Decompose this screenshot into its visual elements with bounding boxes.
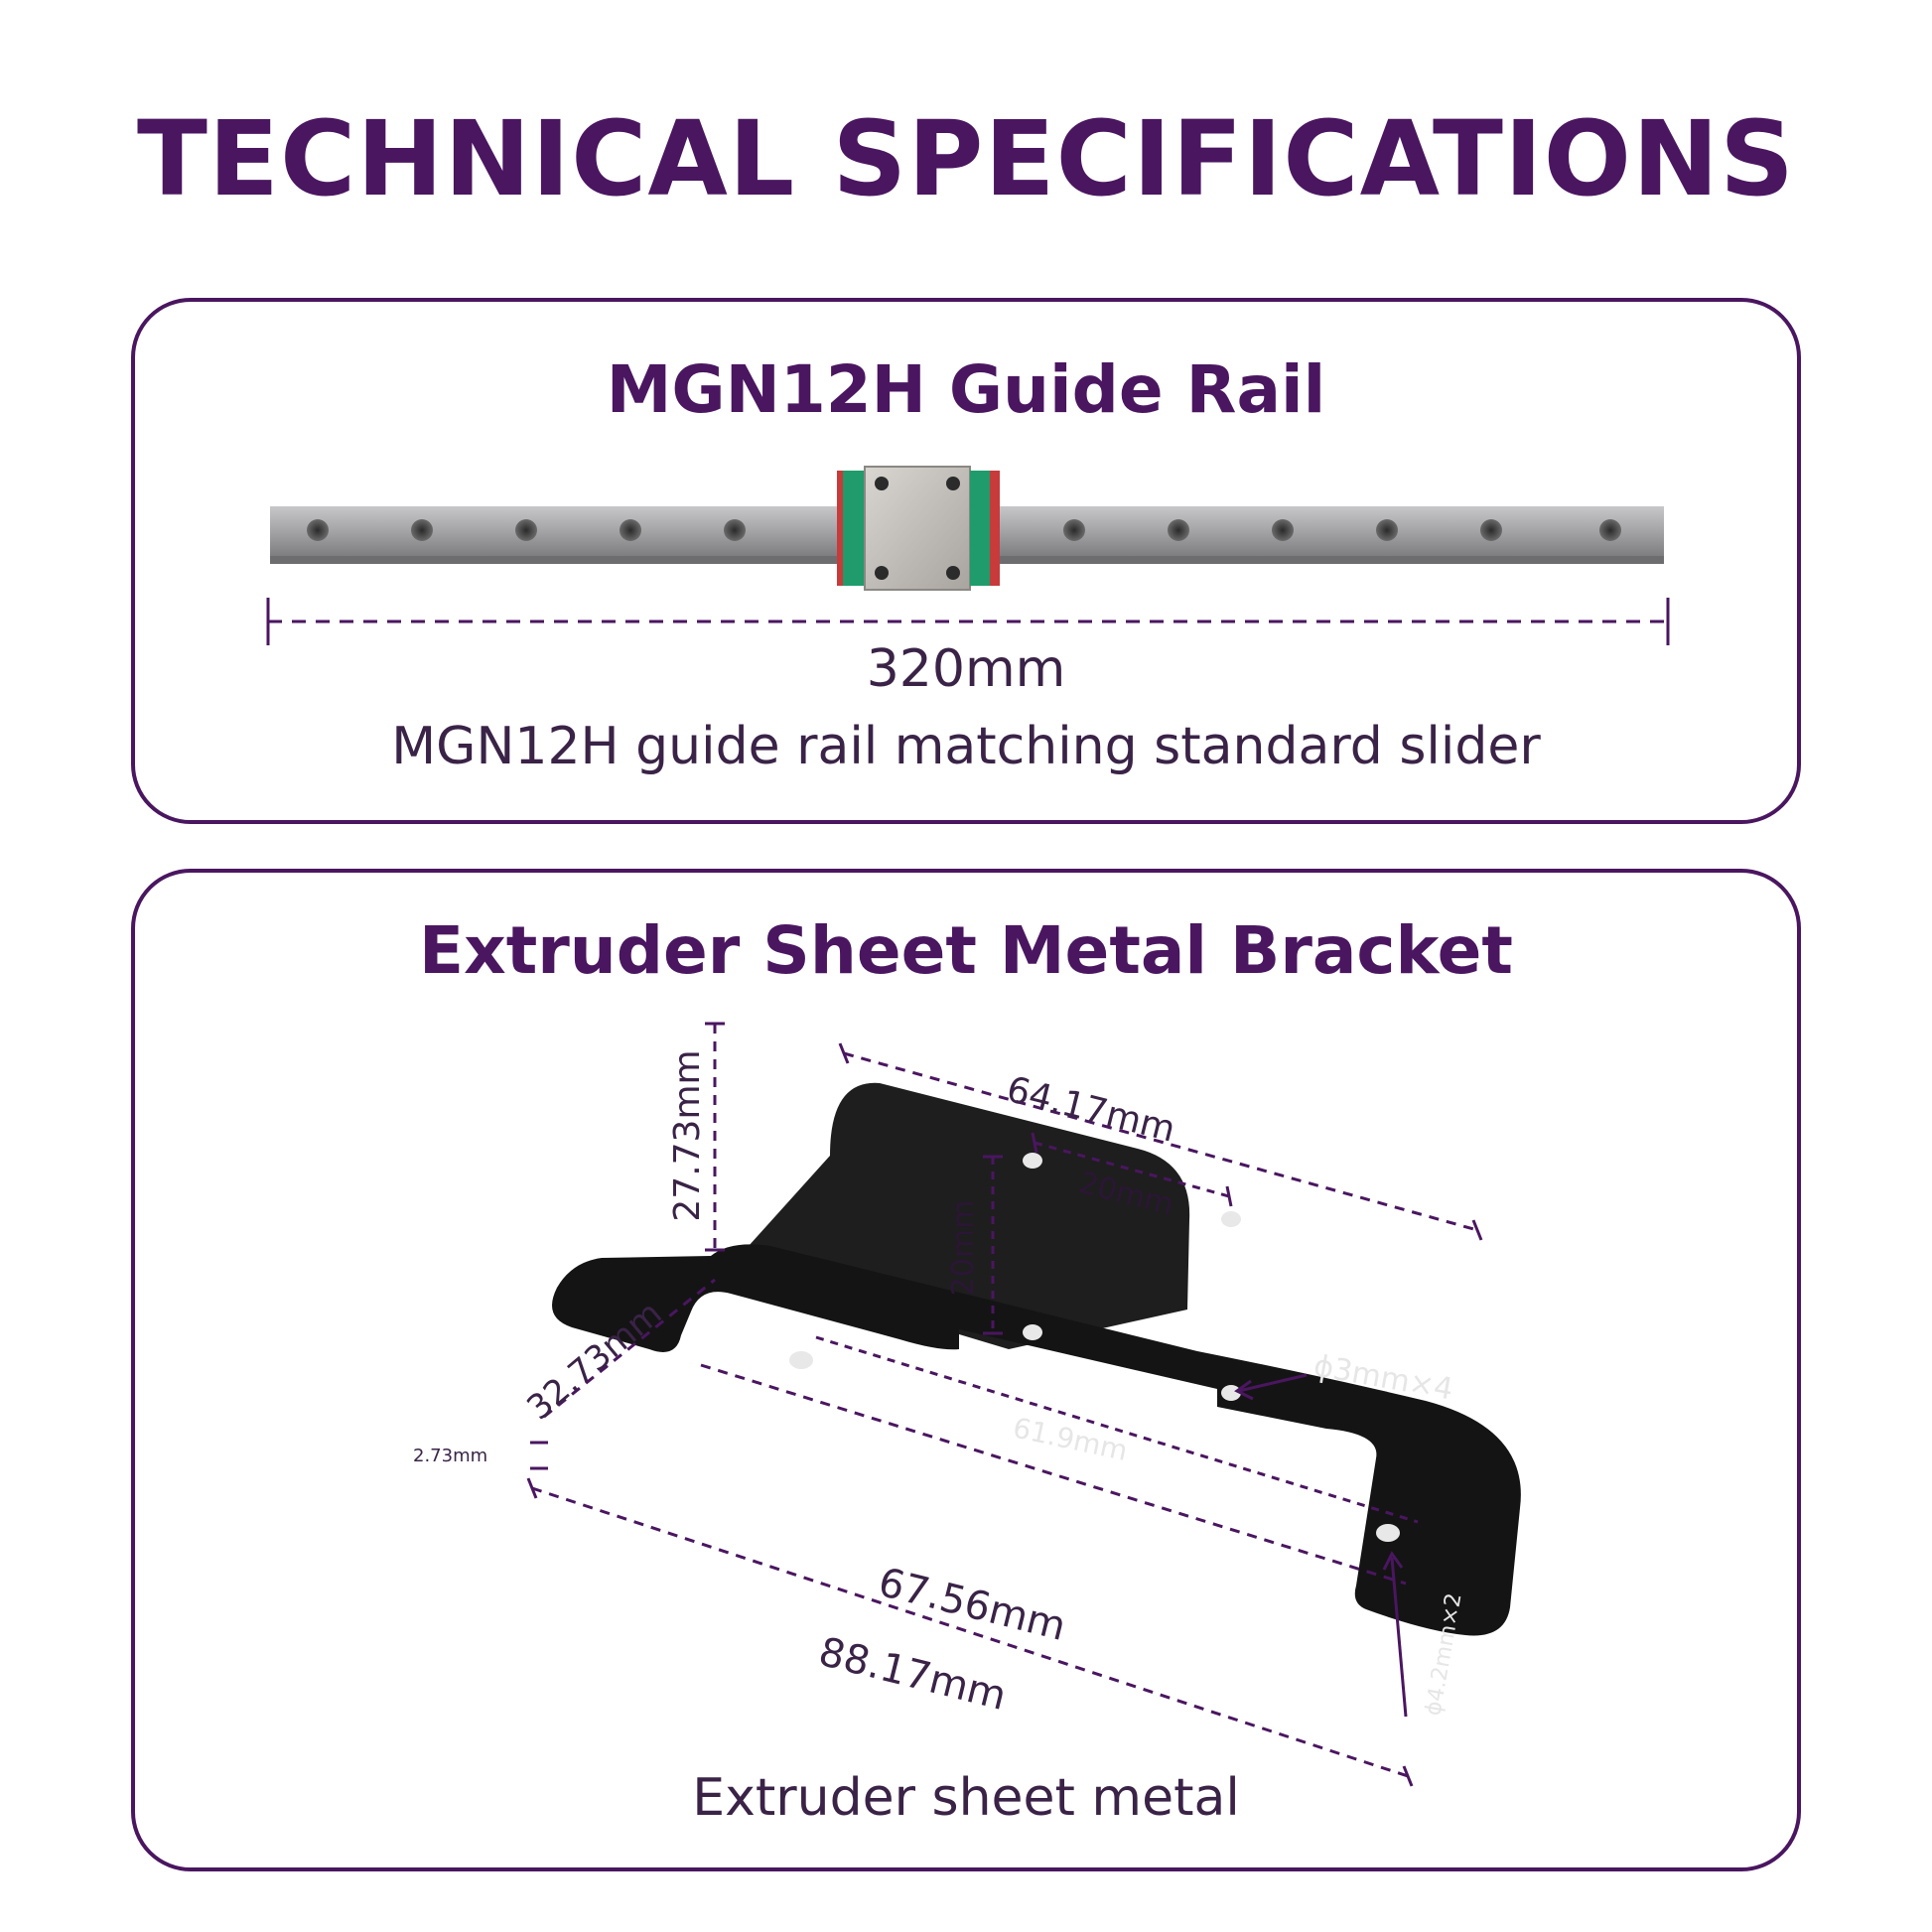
rail-mounting-holes [307,519,1621,541]
rail-length-dimension-line [266,598,1670,645]
dim-hole-spacing-vertical: 20mm [946,1200,981,1297]
dim-thickness: 2.73mm [413,1446,487,1466]
extruder-bracket-card: Extruder Sheet Metal Bracket [131,869,1801,1871]
dim-bend-length: 61.9mm [1010,1411,1130,1467]
bracket-dimension-lines [526,1022,1483,1787]
dim-height: 27.73mm [667,1049,708,1221]
dim-base-total: 88.17mm [814,1629,1011,1720]
extruder-bracket-illustration: 64.17mm 20mm 20mm 27.73mm 32.73mm 2.73mm… [413,1022,1521,1787]
bracket-holes [789,1153,1400,1542]
guide-rail-card: MGN12H Guide Rail [131,298,1801,824]
bracket-plate [552,1082,1521,1636]
extruder-bracket-heading: Extruder Sheet Metal Bracket [419,912,1513,989]
guide-rail-illustration [266,466,1670,645]
page-title: TECHNICAL SPECIFICATIONS [136,98,1796,219]
guide-rail-heading: MGN12H Guide Rail [606,351,1326,428]
rail-length-label: 320mm [866,639,1066,699]
dim-base-inner: 67.56mm [874,1560,1070,1650]
rail-description: MGN12H guide rail matching standard slid… [391,717,1541,776]
slider-block [837,466,1000,591]
bracket-caption: Extruder sheet metal [692,1768,1240,1828]
